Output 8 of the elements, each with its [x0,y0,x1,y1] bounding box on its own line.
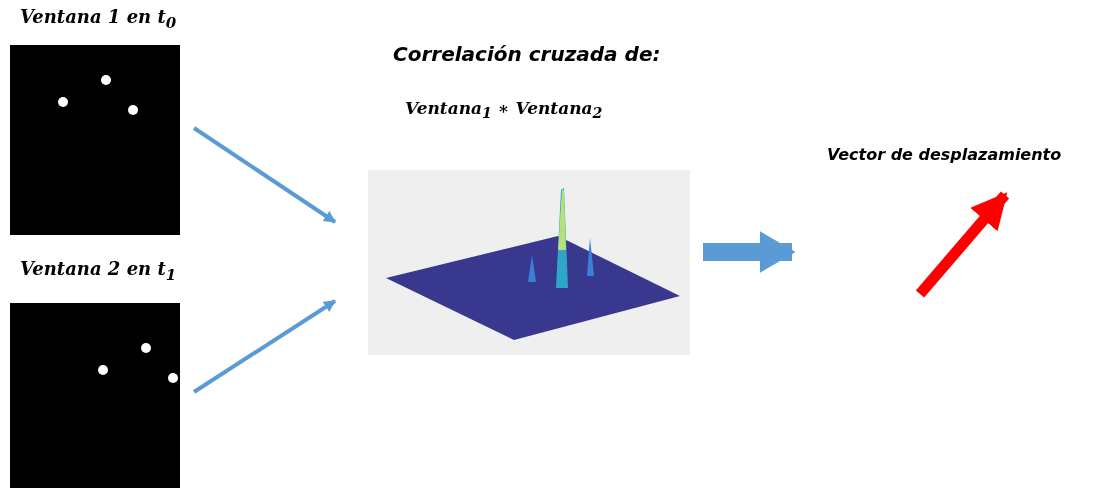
block-arrow [703,234,796,270]
node-heading: Ventana 2 en t$_{1}$ [20,258,177,284]
arrow [192,126,337,224]
arrow [192,299,337,394]
node-heading: Correlación cruzada de: [393,42,661,66]
node-heading: Ventana 1 en t$_{0}$ [20,6,177,32]
formula: Ventana$_{1}$ ∗ Ventana$_{2}$ [405,98,603,122]
node-heading: Vector de desplazamiento [827,145,1062,164]
